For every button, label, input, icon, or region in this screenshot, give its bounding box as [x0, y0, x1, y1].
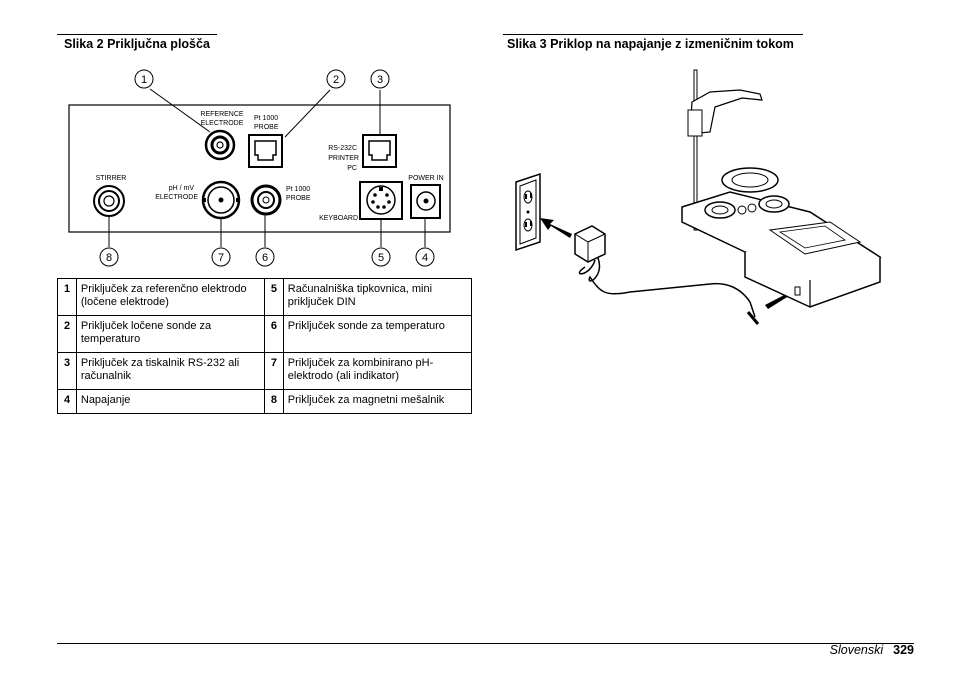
legend-number: 5	[263, 278, 284, 316]
reference-electrode-jack-icon	[204, 129, 236, 161]
callout-5: 5	[371, 247, 391, 267]
callout-7: 7	[211, 247, 231, 267]
reference-electrode-label-2: ELECTRODE	[201, 120, 244, 127]
rs232c-label-3: PC	[347, 165, 357, 172]
pt1000-modular-jack-icon	[248, 134, 283, 168]
svg-text:8: 8	[106, 252, 112, 264]
page-number: 329	[893, 643, 914, 657]
callout-3: 3	[370, 69, 390, 89]
legend-number: 6	[263, 315, 284, 353]
legend-text: Priključek za kombinirano pH-elektrodo (…	[282, 352, 473, 390]
svg-text:5: 5	[378, 252, 384, 264]
connector-legend-table: 1 Priključek za referenčno elektrodo (lo…	[57, 278, 473, 414]
legend-text: Napajanje	[75, 389, 265, 414]
callout-1: 1	[134, 69, 154, 89]
svg-text:2: 2	[333, 74, 339, 86]
legend-text: Priključek za tiskalnik RS-232 ali račun…	[75, 352, 265, 390]
pt1000-top-label-1: Pt 1000	[254, 115, 278, 122]
legend-text: Priključek ločene sonde za temperaturo	[75, 315, 265, 353]
svg-text:3: 3	[377, 74, 383, 86]
figure2-caption-rule	[57, 34, 217, 35]
callout-6: 6	[255, 247, 275, 267]
table-row: 4 Napajanje 8 Priključek za magnetni meš…	[57, 389, 473, 414]
callout-8: 8	[99, 247, 119, 267]
pt1000-round-jack-icon	[250, 184, 282, 216]
legend-number: 8	[263, 389, 284, 414]
callout-4: 4	[415, 247, 435, 267]
callout-2: 2	[326, 69, 346, 89]
legend-text: Priključek sonde za temperaturo	[282, 315, 473, 353]
svg-text:4: 4	[422, 252, 428, 264]
svg-text:7: 7	[218, 252, 224, 264]
stirrer-jack-icon	[93, 185, 125, 217]
wall-outlet-icon	[515, 172, 541, 252]
electrode-stand-icon	[687, 69, 763, 231]
legend-number: 2	[57, 315, 77, 353]
table-row: 2 Priključek ločene sonde za temperaturo…	[57, 315, 473, 353]
legend-text: Računalniška tipkovnica, mini priključek…	[282, 278, 473, 316]
figure2-caption: Slika 2 Priključna plošča	[64, 37, 210, 51]
figure3-caption-rule	[503, 34, 803, 35]
figure3-caption: Slika 3 Priklop na napajanje z izmenični…	[507, 37, 794, 51]
footer-language: Slovenski	[829, 643, 884, 657]
ph-mv-label-2: ELECTRODE	[155, 194, 198, 201]
pt1000-top-label-2: PROBE	[254, 124, 279, 131]
reference-electrode-label-1: REFERENCE	[200, 111, 244, 118]
legend-number: 3	[57, 352, 77, 390]
arrow-to-outlet-icon	[540, 218, 572, 238]
legend-number: 7	[263, 352, 284, 390]
ph-mv-label-1: pH / mV	[169, 185, 195, 192]
rs232c-modular-jack-icon	[362, 134, 397, 168]
table-row: 3 Priključek za tiskalnik RS-232 ali rač…	[57, 352, 473, 390]
keyboard-label: KEYBOARD	[319, 215, 358, 222]
rs232c-label-2: PRINTER	[328, 155, 359, 162]
legend-text: Priključek za referenčno elektrodo (loče…	[75, 278, 265, 316]
power-in-label: POWER IN	[408, 175, 443, 182]
power-cable	[578, 257, 756, 318]
power-in-jack-icon	[410, 184, 441, 219]
pt1000-bottom-label-1: Pt 1000	[286, 186, 310, 193]
footer-rule	[57, 643, 914, 644]
benchtop-meter-icon	[681, 167, 882, 308]
ac-power-connection-figure	[515, 69, 882, 325]
legend-number: 1	[57, 278, 77, 316]
page-footer: Slovenski 329	[830, 643, 914, 657]
rs232c-label-1: RS-232C	[328, 145, 357, 152]
ph-bnc-connector-icon	[201, 180, 241, 220]
connector-panel-figure: 1 2 3 4 5 6 7 8 REFERENCE ELECTRODE Pt 1…	[68, 69, 451, 267]
svg-text:6: 6	[262, 252, 268, 264]
cable-plug	[746, 311, 760, 325]
svg-text:1: 1	[141, 74, 147, 86]
stirrer-label: STIRRER	[96, 175, 127, 182]
legend-text: Priključek za magnetni mešalnik	[282, 389, 473, 414]
pt1000-bottom-label-2: PROBE	[286, 195, 311, 202]
keyboard-mini-din-icon	[359, 181, 403, 220]
table-row: 1 Priključek za referenčno elektrodo (lo…	[57, 278, 473, 316]
legend-number: 4	[57, 389, 77, 414]
power-adapter-icon	[574, 225, 606, 263]
